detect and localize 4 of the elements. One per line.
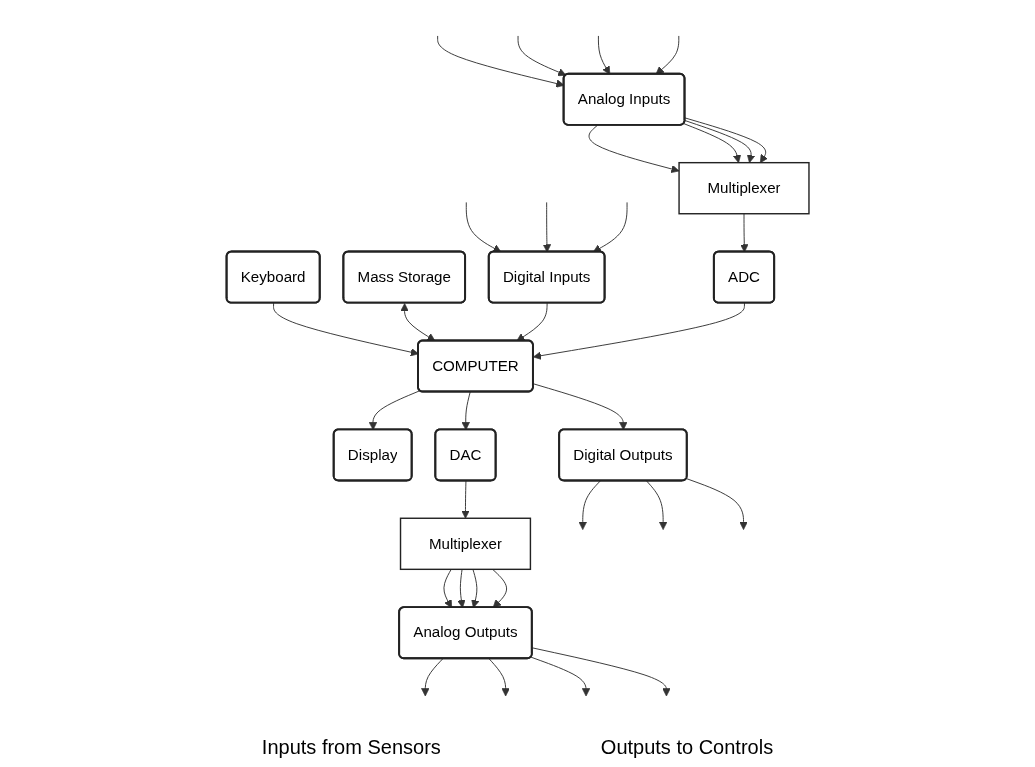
- caption-text: Inputs from Sensors: [261, 736, 441, 759]
- node-box: Multiplexer: [399, 517, 531, 571]
- node-box: Multiplexer: [678, 161, 810, 215]
- caption-text: Outputs to Controls: [600, 736, 774, 759]
